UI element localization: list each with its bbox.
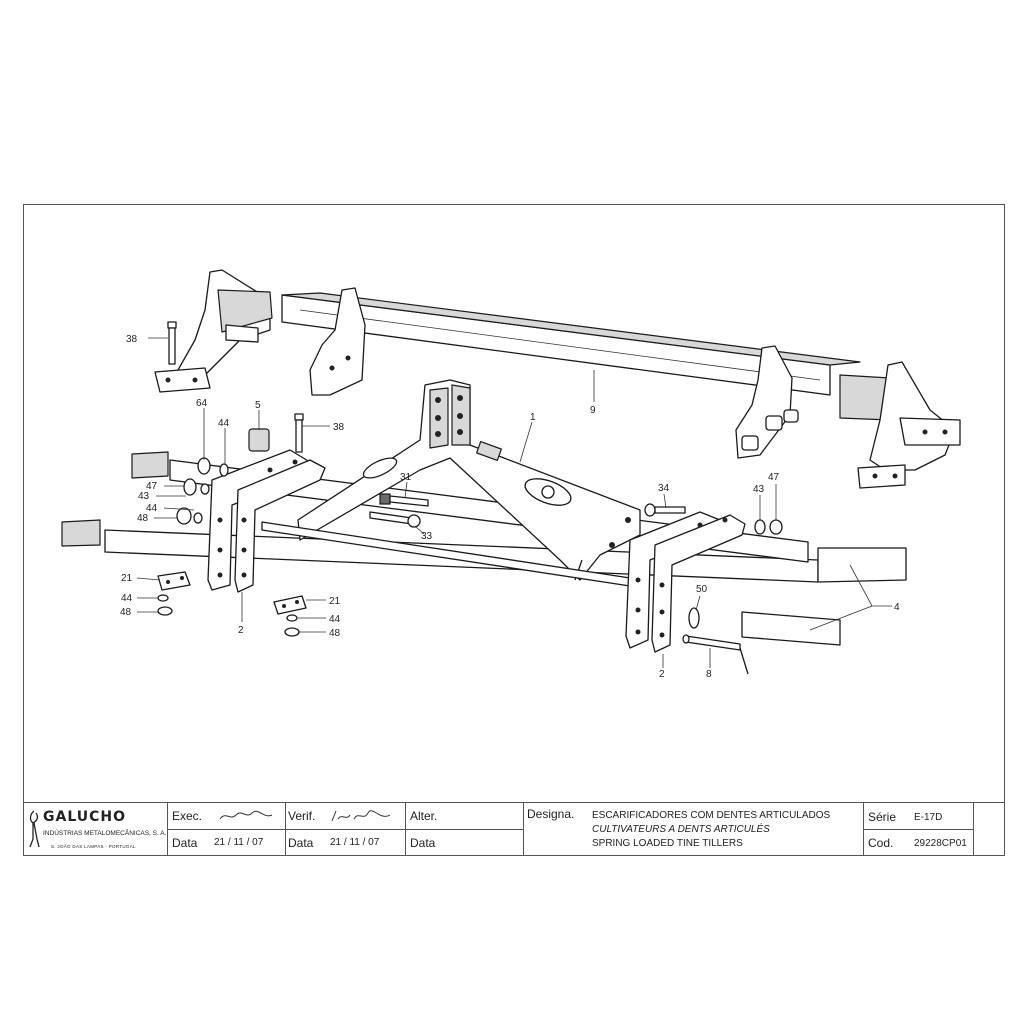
- callout-2-right: 2: [659, 669, 665, 680]
- callout-48-right: 48: [329, 628, 341, 639]
- bolt-31: [379, 493, 429, 507]
- callout-8: 8: [706, 669, 712, 680]
- cod-label: Cod.: [868, 836, 894, 850]
- data-label-3: Data: [410, 836, 436, 850]
- callout-43-right: 43: [753, 484, 765, 495]
- alter-label: Alter.: [410, 809, 438, 823]
- serie-value: E-17D: [914, 812, 943, 823]
- callout-5: 5: [255, 400, 261, 411]
- plate-assembly-left: [207, 449, 326, 593]
- callout-21-left: 21: [121, 573, 133, 584]
- designation-block: Designa. ESCARIFICADORES COM DENTES ARTI…: [524, 803, 864, 856]
- clamp-21-right: [273, 595, 307, 637]
- callout-38-center: 38: [333, 422, 345, 433]
- pin-50: [688, 607, 700, 629]
- main-beam: [281, 292, 861, 396]
- exec-signature: [219, 810, 273, 820]
- bushings-right: [741, 409, 799, 451]
- designation-pt: ESCARIFICADORES COM DENTES ARTICULADOS: [592, 810, 831, 821]
- rooster-logo-icon: [29, 810, 40, 848]
- callout-64: 64: [196, 398, 208, 409]
- callout-43-left: 43: [138, 491, 150, 502]
- exec-block: Exec. Data 21 / 11 / 07: [168, 803, 286, 856]
- callout-44-lower-left: 44: [121, 593, 133, 604]
- company-name: GALUCHO: [43, 809, 127, 825]
- clamp-21-left: [157, 571, 191, 616]
- callout-44-left: 44: [146, 503, 158, 514]
- verif-signature: [331, 810, 391, 822]
- callout-48-lower-left: 48: [120, 607, 132, 618]
- callout-44-right: 44: [329, 614, 341, 625]
- right-top-bracket: [839, 361, 961, 489]
- bolt-38-center: [294, 413, 304, 453]
- exec-label: Exec.: [172, 809, 203, 823]
- callout-47-right: 47: [768, 472, 780, 483]
- pin-8: [682, 634, 749, 675]
- callout-21-right: 21: [329, 596, 341, 607]
- callout-48-left: 48: [137, 513, 149, 524]
- leader-lines: [136, 337, 892, 668]
- callout-9: 9: [590, 405, 596, 416]
- data-value-1: 21 / 11 / 07: [214, 837, 264, 848]
- callout-33: 33: [421, 531, 433, 542]
- cod-value: 29228CP01: [914, 838, 967, 849]
- verif-label: Verif.: [288, 809, 316, 823]
- bushing-5: [248, 428, 270, 452]
- alter-block: Alter. Data: [406, 803, 524, 856]
- bolt-33: [369, 511, 421, 528]
- callout-38-left: 38: [126, 334, 138, 345]
- drawing-sheet: [23, 204, 1005, 856]
- washers-left: [176, 457, 229, 525]
- serie-cod-block: Série E-17D Cod. 29228CP01: [864, 803, 974, 856]
- callout-44-top: 44: [218, 418, 230, 429]
- callout-47-left: 47: [146, 481, 158, 492]
- beam-bracket-left: [309, 287, 366, 396]
- title-block: GALUCHO INDÚSTRIAS METALOMECÂNICAS, S. A…: [23, 802, 1005, 856]
- callout-34: 34: [658, 483, 670, 494]
- company-block: GALUCHO INDÚSTRIAS METALOMECÂNICAS, S. A…: [23, 803, 168, 856]
- left-top-bracket: [154, 269, 273, 393]
- serie-label: Série: [868, 810, 897, 824]
- data-label-1: Data: [172, 836, 198, 850]
- callout-4: 4: [894, 602, 900, 613]
- data-value-2: 21 / 11 / 07: [330, 837, 380, 848]
- plate-assembly-right: [625, 511, 746, 653]
- callout-1: 1: [530, 412, 536, 423]
- designation-en: SPRING LOADED TINE TILLERS: [592, 838, 743, 849]
- headstock-a-frame: [297, 379, 641, 581]
- bolt-34: [644, 503, 686, 517]
- washers-right: [754, 519, 783, 535]
- bolt-38-left: [167, 321, 177, 365]
- company-subtitle: INDÚSTRIAS METALOMECÂNICAS, S. A.: [43, 830, 167, 837]
- designation-fr: CULTIVATEURS A DENTS ARTICULÉS: [592, 824, 770, 835]
- designa-label: Designa.: [527, 807, 575, 821]
- callout-50: 50: [696, 584, 708, 595]
- callout-31: 31: [400, 472, 412, 483]
- callout-labels: 38 9 64 44 5 38 1 47 43 44 48 31 33 34 4…: [120, 334, 900, 680]
- company-address: S. JOÃO DAS LAMPAS · PORTUGAL: [51, 844, 136, 849]
- data-label-2: Data: [288, 836, 314, 850]
- callout-2-left: 2: [238, 625, 244, 636]
